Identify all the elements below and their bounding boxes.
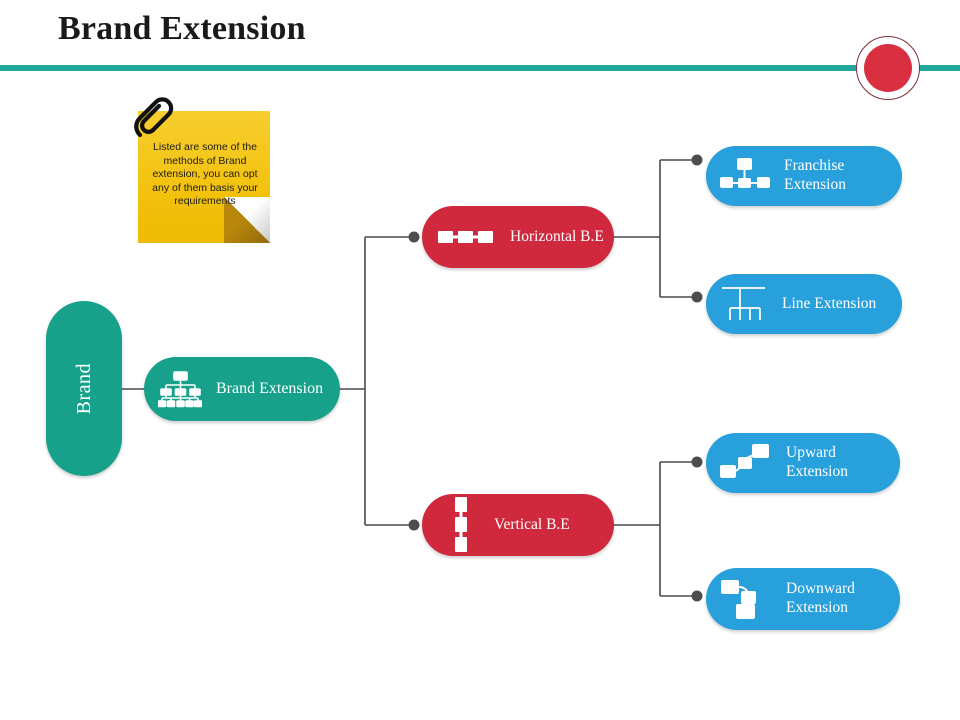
upward-steps-icon xyxy=(720,444,769,478)
header-accent-dot xyxy=(864,44,912,92)
sticky-note-text: Listed are some of the methods of Brand … xyxy=(152,141,258,207)
node-brand[interactable]: Brand xyxy=(46,301,122,476)
connector-dot xyxy=(691,590,703,602)
connector-dot xyxy=(691,154,703,166)
horizontal-boxes-icon xyxy=(438,231,493,243)
sticky-note-folded-corner xyxy=(224,197,270,243)
node-horizontal-be-label: Horizontal B.E xyxy=(510,227,604,245)
node-horizontal-be[interactable]: Horizontal B.E xyxy=(422,206,614,268)
node-line-extension-label: Line Extension xyxy=(782,294,877,312)
node-vertical-be[interactable]: Vertical B.E xyxy=(422,494,614,556)
connector-dot xyxy=(408,231,420,243)
downward-steps-icon xyxy=(721,580,756,619)
connector-dot xyxy=(691,456,703,468)
node-upward-extension[interactable]: Upward Extension xyxy=(706,433,900,493)
node-downward-extension-label: Downward Extension xyxy=(786,580,855,616)
node-franchise-extension[interactable]: Franchise Extension xyxy=(706,146,902,206)
node-line-extension[interactable]: Line Extension xyxy=(706,274,902,334)
node-vertical-be-label: Vertical B.E xyxy=(494,515,570,533)
header-divider-rule xyxy=(0,65,960,71)
sticky-note: Listed are some of the methods of Brand … xyxy=(134,97,270,243)
connector-dot xyxy=(691,291,703,303)
node-downward-extension[interactable]: Downward Extension xyxy=(706,568,900,630)
node-franchise-extension-label: Franchise Extension xyxy=(784,157,846,193)
org-chart-icon xyxy=(158,371,202,408)
node-upward-extension-label: Upward Extension xyxy=(786,444,848,480)
node-brand-label: Brand xyxy=(72,362,95,415)
paperclip-icon xyxy=(134,97,174,138)
node-brand-extension[interactable]: Brand Extension xyxy=(144,357,340,421)
network-node-icon xyxy=(720,158,770,188)
connector-dot xyxy=(408,519,420,531)
line-tree-icon xyxy=(722,287,765,320)
node-brand-extension-label: Brand Extension xyxy=(216,380,324,398)
page-title: Brand Extension xyxy=(58,10,306,47)
vertical-boxes-icon xyxy=(455,497,467,552)
